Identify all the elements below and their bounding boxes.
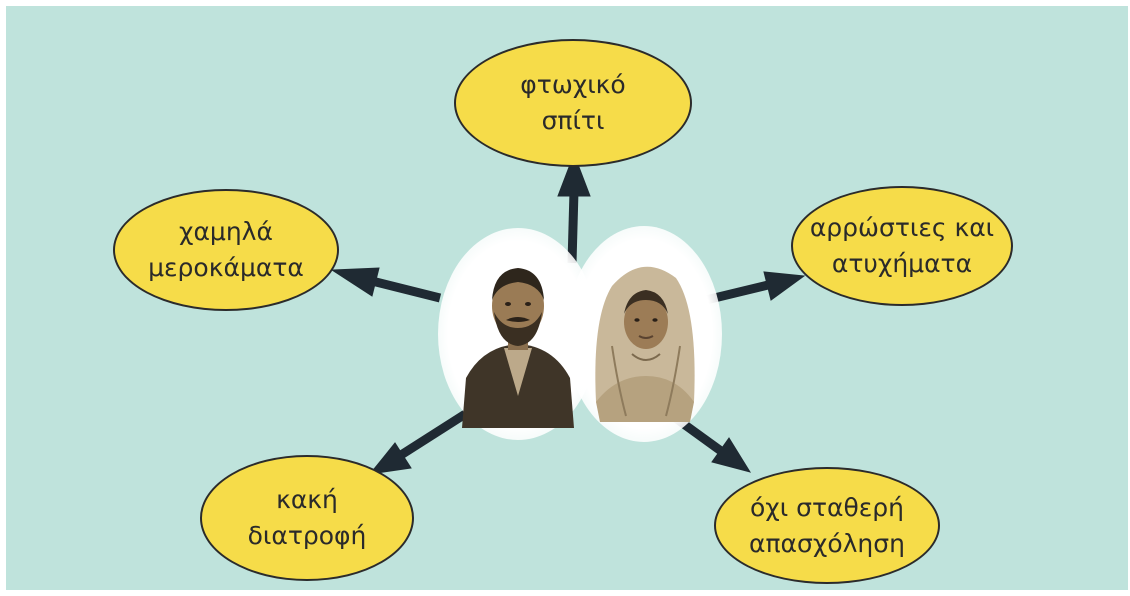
arrow-to-upper-left — [330, 267, 442, 303]
bubble-line: κακή — [276, 485, 338, 514]
bubble-poor-diet: κακή διατροφή — [200, 455, 414, 581]
woman-portrait-photo — [566, 226, 722, 442]
bubble-line: χαμηλά — [179, 217, 273, 246]
bubble-unstable-employment: όχι σταθερή απασχόληση — [714, 467, 940, 584]
arrow-to-top — [557, 152, 591, 264]
bubble-line: απασχόληση — [749, 528, 905, 558]
diagram-canvas: φτωχικό σπίτι χαμηλά μεροκάματα αρρώστιε… — [6, 6, 1128, 590]
bubble-line: μεροκάματα — [148, 253, 304, 282]
bubble-line: αρρώστιες και — [809, 213, 995, 242]
woman-portrait-image — [595, 266, 695, 422]
bubble-line: σπίτι — [541, 106, 605, 135]
bubble-illness-accidents: αρρώστιες και ατυχήματα — [791, 186, 1013, 306]
bubble-low-wages: χαμηλά μεροκάματα — [113, 189, 339, 311]
bubble-line: διατροφή — [247, 521, 367, 550]
man-portrait-image — [462, 268, 574, 428]
bubble-line: όχι σταθερή — [749, 492, 905, 522]
arrow-to-lower-left — [368, 407, 473, 475]
bubble-poor-house: φτωχικό σπίτι — [454, 39, 692, 167]
bubble-line: ατυχήματα — [831, 249, 973, 278]
bubble-line: φτωχικό — [520, 70, 626, 99]
